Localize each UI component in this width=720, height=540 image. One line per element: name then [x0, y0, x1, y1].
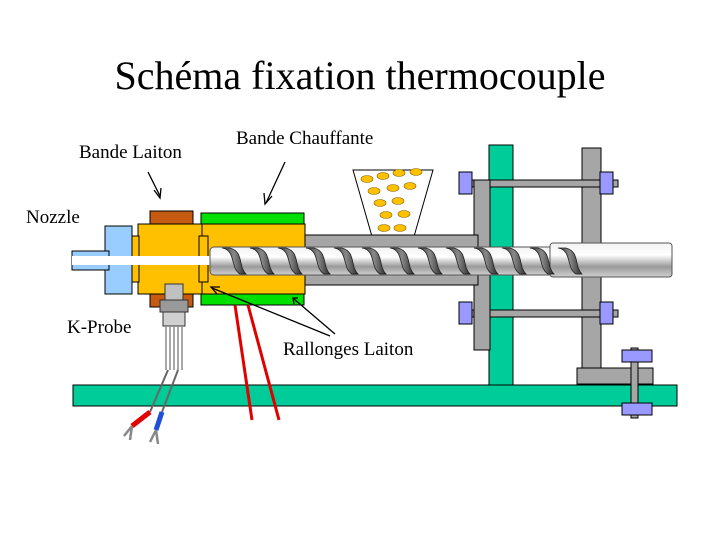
bolt-icon — [600, 302, 613, 324]
label-rallonges-laiton: Rallonges Laiton — [283, 339, 414, 360]
clamp-bolt-icon — [622, 350, 652, 362]
melt-channel — [72, 256, 222, 265]
arrow-bande-chauffante — [266, 162, 285, 203]
brass-band-top — [150, 211, 193, 224]
right-foot — [577, 368, 653, 384]
arrow-bande-laiton — [148, 172, 160, 196]
label-bande-laiton: Bande Laiton — [79, 142, 182, 163]
bolt-icon — [459, 172, 472, 194]
screw — [210, 243, 672, 277]
arrow-rallonges-2 — [294, 299, 335, 334]
heater-band-bottom — [201, 294, 304, 305]
label-nozzle: Nozzle — [26, 207, 80, 228]
arrow-head — [154, 188, 161, 198]
label-k-probe: K-Probe — [67, 317, 131, 338]
heater-band-top — [201, 213, 304, 224]
label-bande-chauffante: Bande Chauffante — [236, 128, 373, 149]
bolt-icon — [600, 172, 613, 194]
base-plate — [73, 385, 677, 406]
bolt-icon — [459, 302, 472, 324]
k-probe — [124, 284, 188, 444]
clamp-bolt-icon — [622, 403, 652, 415]
